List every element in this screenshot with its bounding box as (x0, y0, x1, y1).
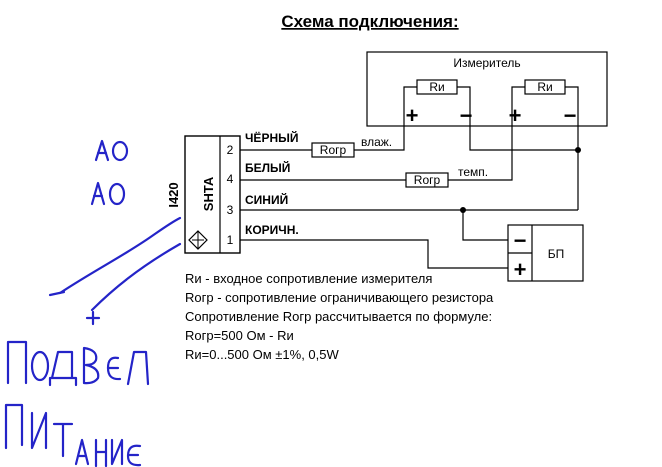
note-line-3: Сопротивление Rогр рассчитывается по фор… (185, 309, 492, 324)
note-line-5: Rи=0...500 Ом ±1%, 0,5W (185, 347, 339, 362)
wire-white-resistor-label: Rогр (414, 173, 441, 187)
wire-white-target: темп. (458, 165, 488, 179)
notes: Rи - входное сопротивление измерителя Rо… (185, 271, 494, 362)
psu-minus: − (514, 228, 527, 253)
meter-minus-bus (469, 115, 581, 210)
note-line-1: Rи - входное сопротивление измерителя (185, 271, 432, 286)
pin-4: 4 (227, 172, 234, 186)
meter-plus-2: + (509, 103, 522, 128)
sensor-name: I420 (166, 182, 181, 207)
meter-label: Измеритель (453, 56, 520, 70)
wire-label-black: ЧЁРНЫЙ (245, 130, 299, 145)
wire-label-white: БЕЛЫЙ (245, 160, 290, 175)
meter-resistor-2 (524, 79, 566, 95)
wire-black-target: влаж. (361, 135, 392, 149)
psu-plus: + (514, 257, 527, 282)
wire-white: Rогр темп. (240, 115, 513, 188)
meter-plus-1: + (406, 103, 419, 128)
meter-minus-2: − (564, 103, 577, 128)
note-line-4: Rогр=500 Ом - Rи (185, 328, 294, 343)
diagram-title: Схема подключения: (281, 12, 458, 31)
sensor-block: I420 SHTA 2 4 3 1 (166, 135, 241, 254)
meter-resistor-1 (416, 79, 458, 95)
wire-brown (240, 239, 508, 269)
sensor-model: SHTA (201, 176, 216, 211)
wire-black-resistor-label: Rогр (320, 143, 347, 157)
wire-blue (240, 207, 578, 241)
pin-1: 1 (227, 233, 234, 247)
wire-label-blue: СИНИЙ (245, 192, 288, 207)
note-line-2: Rогр - сопротивление ограничивающего рез… (185, 290, 494, 305)
meter-box: Измеритель Rи Rи + − + − (366, 51, 608, 128)
power-supply: − + БП (507, 224, 584, 282)
wire-label-brown: КОРИЧН. (245, 223, 299, 237)
pin-3: 3 (227, 203, 234, 217)
meter-minus-1: − (460, 103, 473, 128)
handwritten-annotation (4, 139, 182, 467)
meter-resistor-1-label: Rи (429, 80, 444, 94)
sensor-symbol-icon (188, 230, 208, 250)
meter-resistor-2-label: Rи (537, 80, 552, 94)
wire-black: Rогр влаж. (240, 115, 405, 158)
pin-2: 2 (227, 143, 234, 157)
psu-label: БП (548, 247, 565, 261)
